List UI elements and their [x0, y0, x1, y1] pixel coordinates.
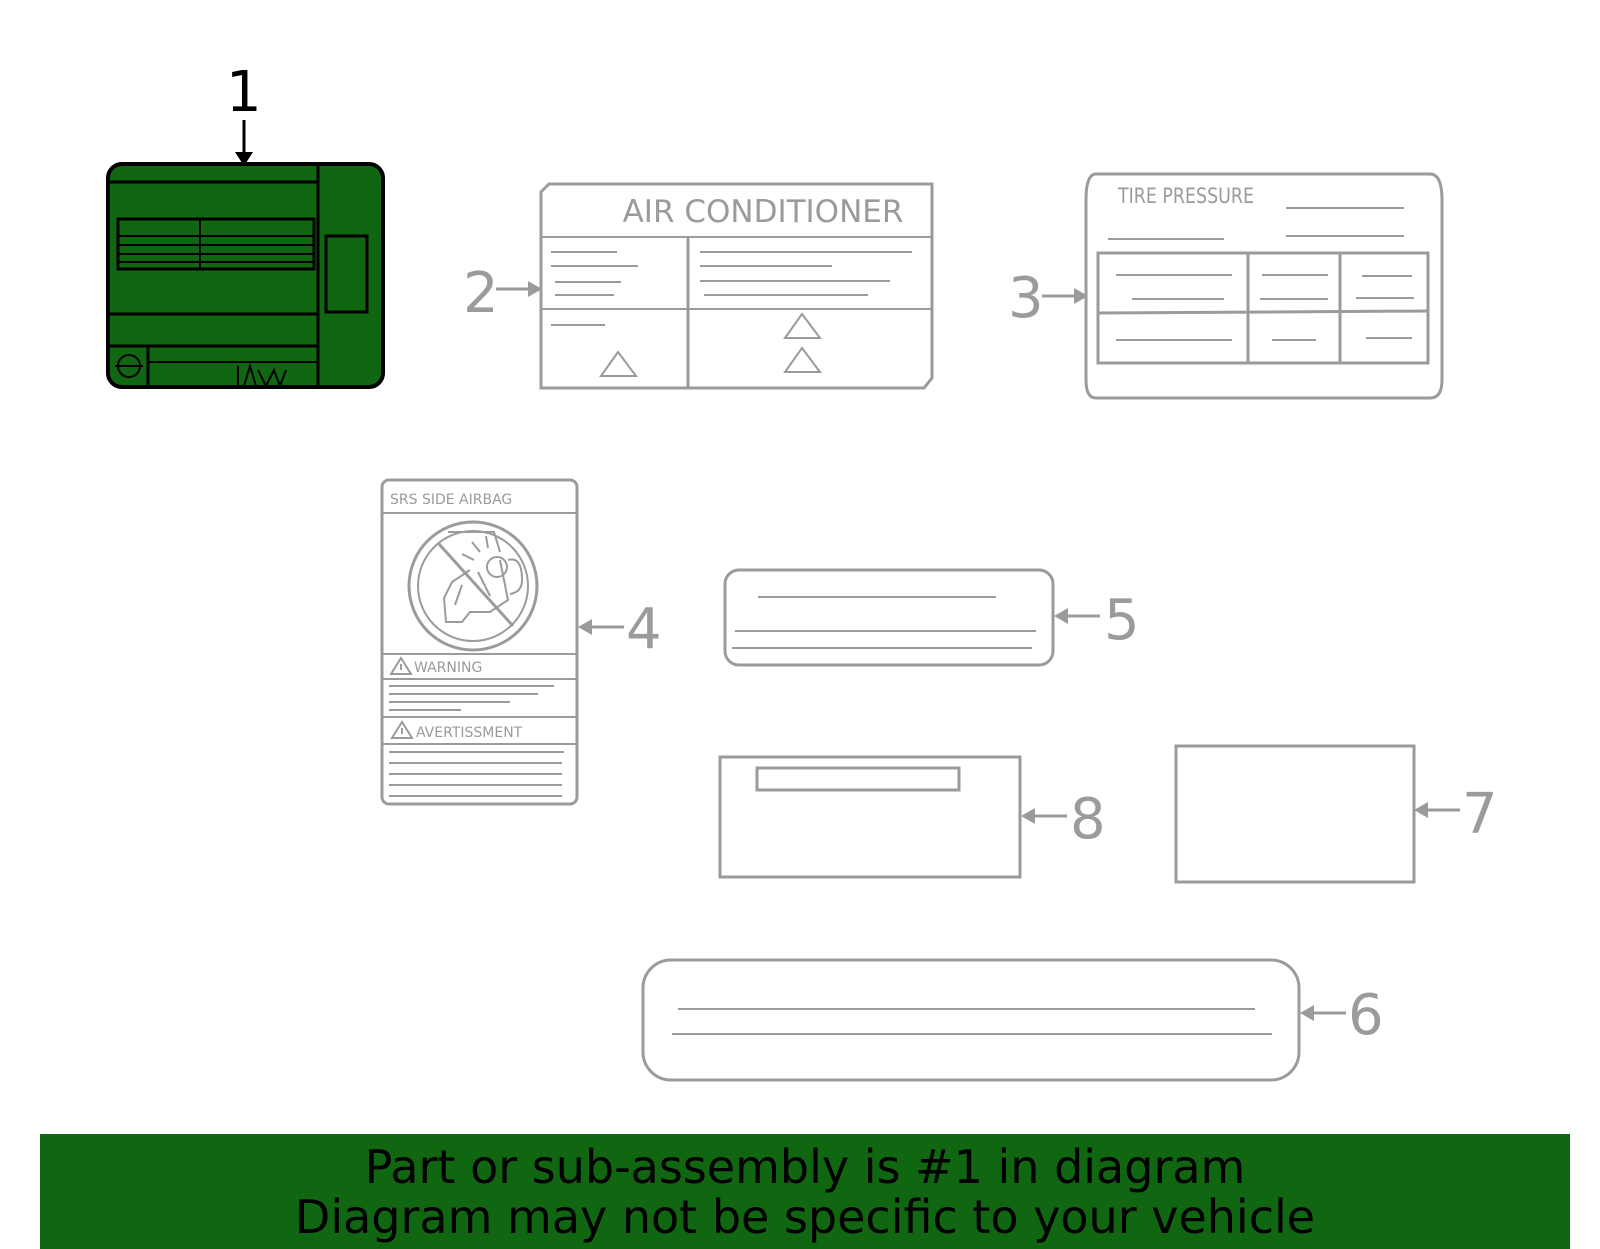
arrow-6 — [1300, 1005, 1346, 1021]
banner-line-1: Part or sub-assembly is #1 in diagram — [364, 1140, 1246, 1194]
warning-text: WARNING — [414, 660, 482, 676]
arrow-2 — [496, 281, 542, 297]
callout-1: 1 — [226, 60, 262, 125]
part-4-label[interactable] — [380, 478, 579, 806]
part-8-label[interactable] — [718, 755, 1022, 879]
arrow-4 — [578, 619, 624, 635]
callout-4: 4 — [626, 597, 662, 662]
tire-pressure-text: TIRE PRESSURE — [1117, 184, 1254, 208]
arrow-8 — [1021, 808, 1067, 824]
callout-2: 2 — [463, 261, 499, 326]
avertissment-icon — [390, 720, 414, 739]
part-3-label[interactable] — [1084, 172, 1444, 400]
arrow-5 — [1054, 608, 1100, 624]
part-2-label[interactable] — [539, 182, 934, 390]
arrow-3 — [1042, 288, 1088, 304]
air-conditioner-text: AIR CONDITIONER — [623, 194, 904, 230]
arrow-1 — [235, 120, 253, 166]
callout-5: 5 — [1104, 588, 1140, 653]
avertissment-text: AVERTISSMENT — [416, 725, 523, 741]
part-1-label[interactable] — [106, 162, 385, 389]
part-6-label[interactable] — [641, 958, 1301, 1082]
callout-8: 8 — [1070, 787, 1106, 852]
warning-icon — [389, 656, 413, 675]
arrow-7 — [1414, 802, 1460, 818]
srs-side-airbag-text: SRS SIDE AIRBAG — [390, 492, 512, 508]
banner-line-2: Diagram may not be specific to your vehi… — [294, 1190, 1316, 1244]
part-7-label[interactable] — [1174, 744, 1416, 884]
callout-7: 7 — [1462, 782, 1498, 847]
callout-6: 6 — [1348, 983, 1384, 1048]
info-banner: Part or sub-assembly is #1 in diagram Di… — [40, 1134, 1570, 1249]
part-5-label[interactable] — [723, 568, 1055, 667]
callout-3: 3 — [1008, 266, 1044, 331]
airbag-prohibition-icon — [407, 520, 539, 652]
